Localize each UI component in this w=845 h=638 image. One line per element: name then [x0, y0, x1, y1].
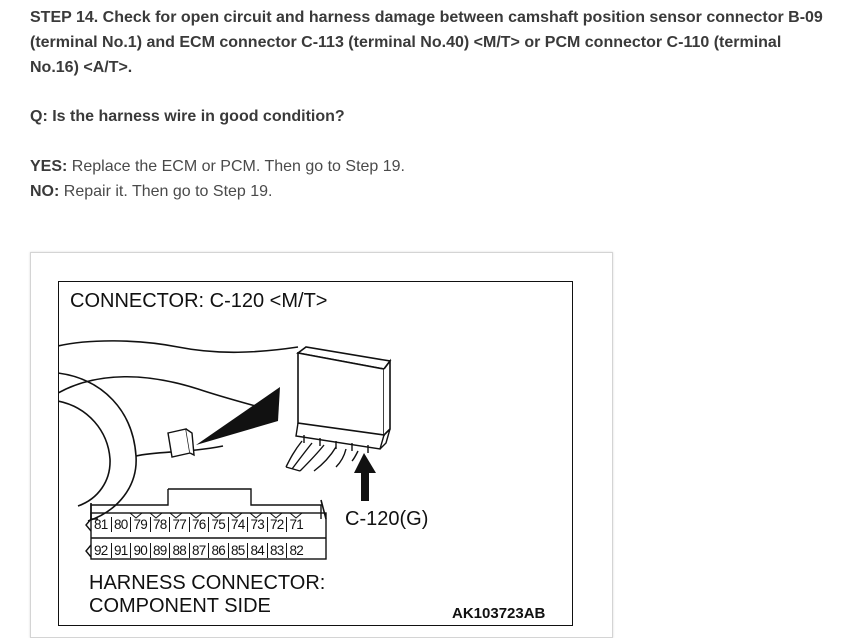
- pin-78: 78: [149, 517, 170, 532]
- step-instruction: STEP 14. Check for open circuit and harn…: [30, 9, 823, 76]
- pin-73: 73: [247, 517, 267, 532]
- pin-92: 92: [94, 543, 108, 558]
- pin-72: 72: [266, 517, 287, 532]
- pin-79: 79: [130, 517, 150, 532]
- diagram-illustration: [58, 340, 392, 560]
- pin-85: 85: [227, 543, 248, 558]
- pin-86: 86: [208, 543, 228, 558]
- connector-callout: C-120(G): [345, 508, 429, 530]
- diagram-title: CONNECTOR: C-120 <M/T>: [70, 290, 328, 312]
- pin-87: 87: [188, 543, 209, 558]
- answer-yes-label: YES:: [30, 158, 68, 175]
- pin-83: 83: [266, 543, 287, 558]
- pin-74: 74: [227, 517, 248, 532]
- caption-line-2: COMPONENT SIDE: [89, 595, 271, 617]
- answer-yes-text: Replace the ECM or PCM. Then go to Step …: [67, 158, 405, 175]
- answer-no-text: Repair it. Then go to Step 19.: [59, 183, 273, 200]
- pin-84: 84: [247, 543, 267, 558]
- pin-81: 81: [94, 517, 108, 532]
- pin-80: 80: [110, 517, 131, 532]
- pin-88: 88: [169, 543, 189, 558]
- figure-id: AK103723AB: [452, 605, 546, 622]
- pin-82: 82: [286, 543, 306, 558]
- caption-line-1: HARNESS CONNECTOR:: [89, 572, 326, 594]
- connector-diagram: [58, 281, 573, 626]
- answer-no: NO: Repair it. Then go to Step 19.: [30, 179, 830, 204]
- question-text: Q: Is the harness wire in good condition…: [30, 108, 345, 125]
- pin-76: 76: [188, 517, 209, 532]
- pin-91: 91: [110, 543, 131, 558]
- answer-yes: YES: Replace the ECM or PCM. Then go to …: [30, 154, 830, 179]
- answers-list: YES: Replace the ECM or PCM. Then go to …: [30, 154, 830, 204]
- pin-90: 90: [130, 543, 150, 558]
- pin-89: 89: [149, 543, 170, 558]
- pin-77: 77: [169, 517, 189, 532]
- answer-no-label: NO:: [30, 183, 60, 200]
- pin-row-top: 81 80 79 78 77 76 75 74 73 72 71: [91, 517, 306, 532]
- figure-caption: HARNESS CONNECTOR: COMPONENT SIDE: [89, 572, 325, 618]
- pin-71: 71: [286, 517, 306, 532]
- pin-75: 75: [208, 517, 228, 532]
- pin-row-bottom: 92 91 90 89 88 87 86 85 84 83 82: [91, 543, 306, 558]
